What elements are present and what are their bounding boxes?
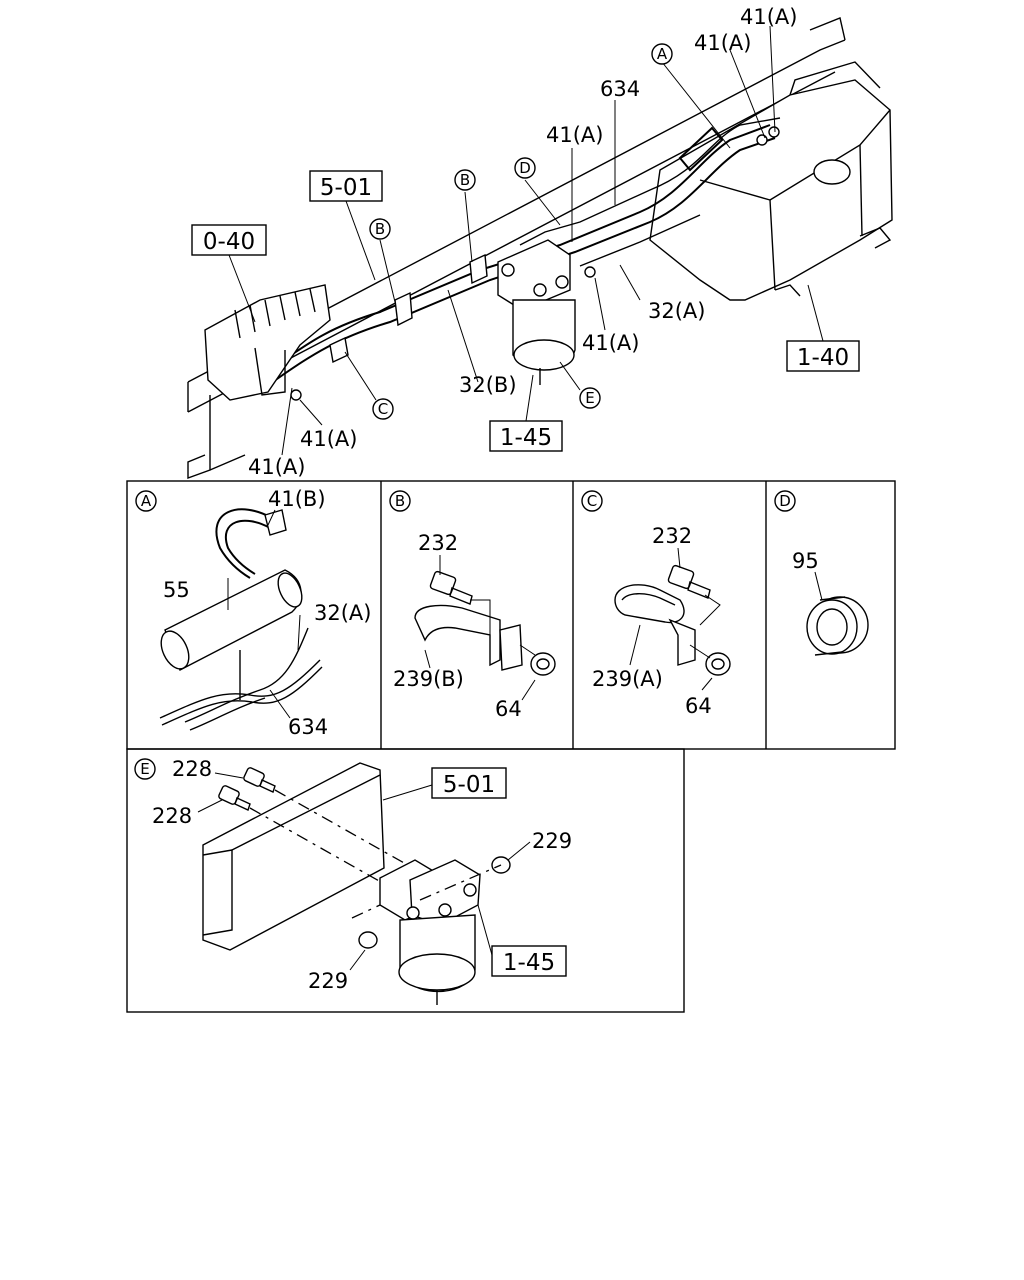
injection-pump [204, 284, 331, 401]
detail-c-marker: C [581, 490, 603, 512]
label-228-upper: 228 [172, 757, 212, 781]
callout-41a-top2: 41(A) [694, 31, 751, 55]
label-232: 232 [418, 531, 458, 555]
label-55: 55 [163, 578, 190, 602]
fuel-tank [649, 61, 893, 301]
marker-a[interactable]: A [651, 43, 673, 65]
detail-e-marker: E [134, 758, 156, 780]
detail-b-panel: B 232 239(B) 64 [389, 490, 556, 721]
nut-64 [530, 652, 556, 676]
marker-c[interactable]: C [372, 398, 394, 420]
detail-d-marker: D [774, 490, 796, 512]
label-634: 634 [288, 715, 328, 739]
nut-64-c [705, 652, 731, 676]
svg-text:A: A [141, 492, 152, 510]
detail-e-panel: E [134, 757, 572, 1005]
leader-lines [228, 25, 824, 456]
label-64: 64 [495, 697, 522, 721]
detail-d-panel: D 95 [774, 490, 869, 656]
detail-c-panel: C 232 239(A) 64 [581, 490, 731, 718]
label-239a: 239(A) [592, 667, 663, 691]
hoses [159, 627, 323, 731]
svg-text:1-45: 1-45 [500, 425, 552, 451]
main-view: 0-40 5-01 1-40 1-45 [187, 5, 893, 479]
svg-text:D: D [779, 492, 791, 510]
marker-b-upper[interactable]: B [454, 169, 476, 191]
frame-rail-section [202, 762, 385, 951]
ref-box-0-40[interactable]: 0-40 [191, 224, 267, 256]
bolt-232-c [667, 564, 711, 599]
label-239b: 239(B) [393, 667, 464, 691]
svg-text:1-45: 1-45 [503, 950, 555, 976]
svg-text:B: B [375, 220, 385, 238]
callout-32a: 32(A) [648, 299, 705, 323]
nut-229-lower [358, 931, 378, 949]
fuel-filter [497, 239, 576, 385]
band-clamp [215, 508, 287, 579]
fuel-filter-e [379, 859, 481, 1005]
clamps [290, 126, 780, 401]
label-229-upper: 229 [532, 829, 572, 853]
detail-b-marker: B [389, 490, 411, 512]
ref-box-1-40[interactable]: 1-40 [786, 340, 860, 372]
svg-text:A: A [657, 45, 668, 63]
bracket-239a [614, 584, 696, 666]
marker-b-lower[interactable]: B [369, 218, 391, 240]
grommet-95 [806, 596, 869, 656]
detail-panels-frame [126, 480, 896, 1013]
svg-text:5-01: 5-01 [320, 175, 372, 201]
protective-tube [160, 569, 303, 671]
bolt-228-lower [218, 785, 251, 811]
label-32a: 32(A) [314, 601, 371, 625]
detail-a-panel: A 41(B) 55 32(A) 634 [135, 487, 371, 739]
ref-box-5-01[interactable]: 5-01 [309, 170, 383, 202]
svg-text:0-40: 0-40 [203, 229, 255, 255]
marker-e[interactable]: E [579, 387, 601, 409]
marker-d[interactable]: D [514, 157, 536, 179]
ref-box-1-45[interactable]: 1-45 [489, 420, 563, 452]
callout-41a-low2: 41(A) [248, 455, 305, 479]
ref-box-1-45-e[interactable]: 1-45 [491, 945, 567, 977]
callout-41a-low1: 41(A) [300, 427, 357, 451]
bracket-239b [414, 604, 523, 671]
label-95: 95 [792, 549, 819, 573]
callout-41a-right: 41(A) [582, 331, 639, 355]
detail-a-marker: A [135, 490, 157, 512]
svg-text:5-01: 5-01 [443, 772, 495, 798]
label-64-c: 64 [685, 694, 712, 718]
callout-41a-top: 41(A) [740, 5, 797, 29]
svg-text:E: E [585, 389, 594, 407]
svg-text:D: D [519, 159, 531, 177]
label-41b: 41(B) [268, 487, 326, 511]
label-229-lower: 229 [308, 969, 348, 993]
svg-text:C: C [587, 492, 597, 510]
bolt-232 [429, 570, 473, 605]
ref-box-5-01-e[interactable]: 5-01 [431, 767, 507, 799]
svg-text:C: C [378, 400, 388, 418]
callout-41a-mid: 41(A) [546, 123, 603, 147]
label-232-c: 232 [652, 524, 692, 548]
label-228-lower: 228 [152, 804, 192, 828]
svg-text:B: B [460, 171, 470, 189]
svg-text:E: E [140, 760, 149, 778]
callout-634: 634 [600, 77, 640, 101]
frame-rail [187, 17, 846, 479]
svg-text:B: B [395, 492, 405, 510]
svg-text:1-40: 1-40 [797, 345, 849, 371]
bolt-228-upper [243, 767, 276, 793]
callout-32b: 32(B) [459, 373, 517, 397]
